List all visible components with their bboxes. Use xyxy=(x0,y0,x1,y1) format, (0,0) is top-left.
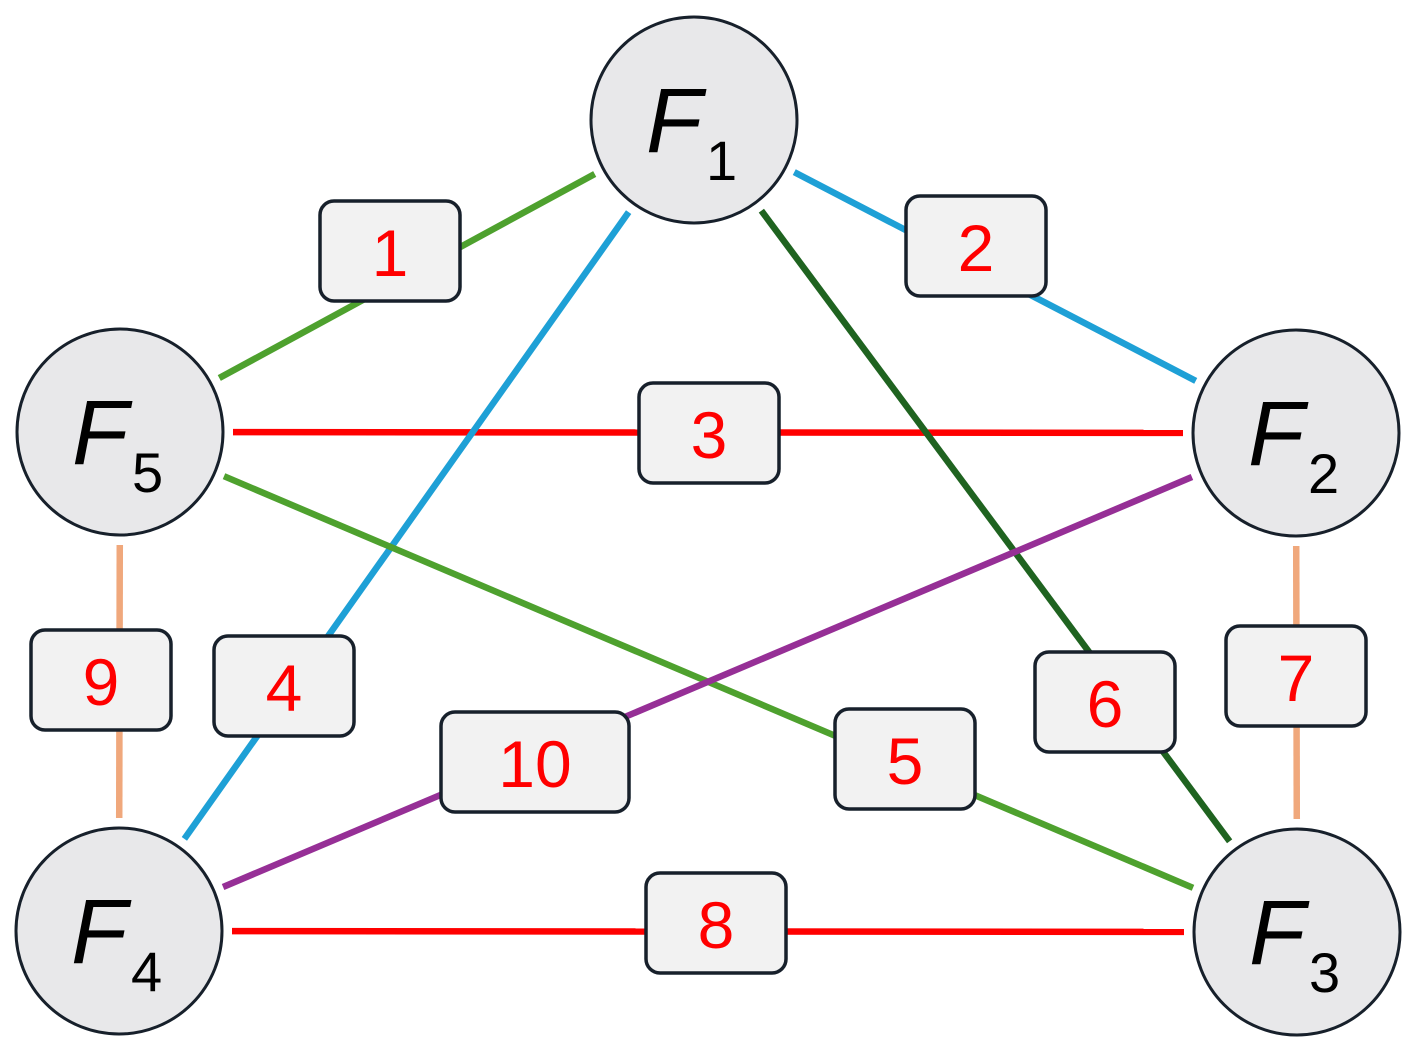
edge-label-text: 4 xyxy=(266,651,303,725)
node-subscript: 1 xyxy=(706,129,737,192)
edge-label-3: 3 xyxy=(637,381,781,485)
node-letter: F xyxy=(71,881,132,983)
node-circle xyxy=(15,327,225,537)
edge-label-6: 6 xyxy=(1033,650,1177,754)
edge-line-10 xyxy=(221,474,1194,890)
edge-label-box xyxy=(318,199,462,303)
edge-label-text: 10 xyxy=(498,727,571,801)
edge-label-box xyxy=(439,710,631,814)
node-circle xyxy=(1192,827,1402,1037)
edge-label-box xyxy=(212,634,356,738)
edge-label-box xyxy=(29,628,173,732)
edge-label-8: 8 xyxy=(644,871,788,975)
node-subscript: 4 xyxy=(131,940,162,1003)
edge-label-text: 9 xyxy=(83,645,120,719)
node-letter: F xyxy=(72,382,133,484)
edge-label-2: 2 xyxy=(904,194,1048,298)
node-circle xyxy=(14,826,224,1036)
edge-label-text: 3 xyxy=(691,398,728,472)
edge-label-5: 5 xyxy=(833,707,977,811)
edge-label-9: 9 xyxy=(29,628,173,732)
edge-label-7: 7 xyxy=(1224,624,1368,728)
edge-label-text: 1 xyxy=(372,216,409,290)
edge-label-text: 6 xyxy=(1087,667,1124,741)
edge-label-text: 8 xyxy=(698,888,735,962)
edge-label-box xyxy=(833,707,977,811)
edge-label-box xyxy=(1033,650,1177,754)
edge-label-text: 5 xyxy=(887,724,924,798)
edge-label-box xyxy=(904,194,1048,298)
edge-label-10: 10 xyxy=(439,710,631,814)
node-subscript: 3 xyxy=(1309,941,1340,1004)
edge-label-text: 7 xyxy=(1278,641,1315,715)
edges-layer xyxy=(115,169,1301,936)
edge-label-1: 1 xyxy=(318,199,462,303)
node-letter: F xyxy=(646,70,707,172)
edge-labels-layer: 1 2 3 4 5 6 7 8 9 10 xyxy=(29,194,1368,975)
node-letter: F xyxy=(1248,383,1309,485)
edge-label-box xyxy=(644,871,788,975)
edge-label-text: 2 xyxy=(958,211,995,285)
node-circle xyxy=(589,15,799,225)
node-subscript: 2 xyxy=(1308,442,1339,505)
edge-label-4: 4 xyxy=(212,634,356,738)
node-subscript: 5 xyxy=(132,441,163,504)
node-circle xyxy=(1191,328,1401,538)
edge-label-box xyxy=(1224,624,1368,728)
node-letter: F xyxy=(1249,882,1310,984)
edge-label-box xyxy=(637,381,781,485)
